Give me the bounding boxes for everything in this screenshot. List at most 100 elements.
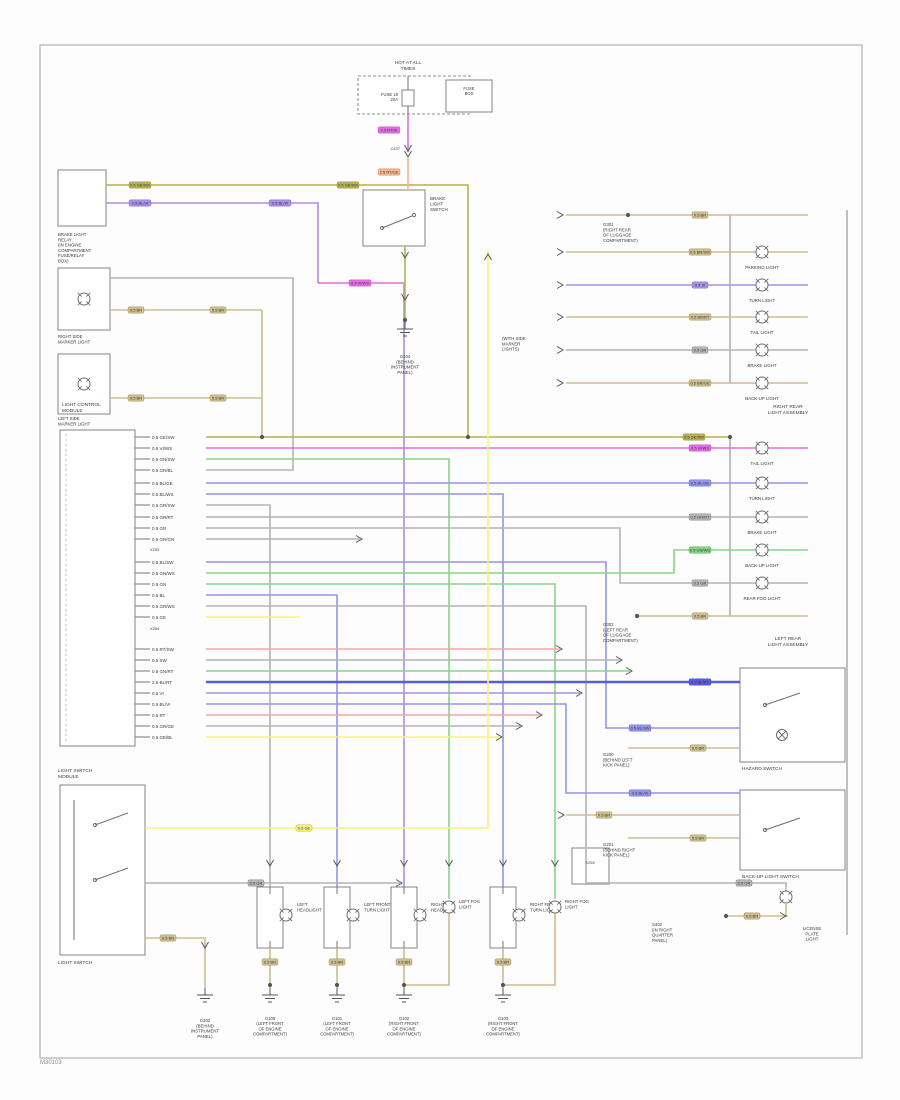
diagram-label: 0.5 GR <box>250 881 263 886</box>
connector-x255-box <box>571 847 610 885</box>
front-lamp-connector-box <box>390 886 418 949</box>
diagram-label: G302 <box>603 622 614 627</box>
diagram-label: 0.5 BL <box>152 593 166 598</box>
bulb-icon <box>77 377 91 391</box>
diagram-label: LIGHT <box>430 202 444 207</box>
diagram-label: BACK-UP LIGHT <box>745 396 779 401</box>
diagram-label: PANEL) <box>197 1034 213 1039</box>
light-switch-box <box>59 784 146 956</box>
diagram-label: 0.5 BR <box>598 813 610 818</box>
diagram-label: (IN ENGINE <box>58 243 82 248</box>
diagram-label: LIGHT CONTROL <box>62 402 101 408</box>
wire <box>145 937 206 988</box>
wire-label-chip <box>688 479 712 487</box>
diagram-label: 0.5 GE/SW <box>338 183 358 188</box>
diagram-label: LIGHT <box>806 937 819 942</box>
diagram-label: BACK-UP LIGHT SWITCH <box>742 874 799 880</box>
diagram-label: 0.5 GN/WS <box>152 571 175 576</box>
connector-arrow-icon <box>555 645 563 653</box>
diagram-label: BRAKE LIGHT <box>747 530 776 535</box>
diagram-label: PLATE <box>805 931 818 936</box>
brake-relay-box <box>57 169 107 227</box>
hazard-switch-contact-icon <box>764 692 801 706</box>
diagram-label: 0.5 BL/GE <box>691 481 710 486</box>
diagram-label: G104 <box>400 354 411 359</box>
diagram-label: BOX <box>465 91 474 96</box>
diagram-label: (RIGHT FRONT <box>389 1021 419 1026</box>
connector-arrow-icon <box>445 859 453 867</box>
wire-label-chip <box>691 281 709 289</box>
wire <box>206 549 688 574</box>
wire-label-chip <box>127 306 145 314</box>
diagram-label: TURN LIGHT <box>364 907 390 912</box>
diagram-label: 2.5 RT/VI <box>381 128 398 133</box>
wire-label-chip <box>688 379 712 387</box>
diagram-label: OF ENGINE <box>491 1026 514 1031</box>
diagram-label: 0.5 GE/SW <box>152 435 175 440</box>
wire-label-chip <box>159 934 177 942</box>
diagram-label: SWITCH <box>430 207 448 212</box>
diagram-label: 0.5 VI <box>152 691 164 696</box>
diagram-label: COMPARTMENT) <box>486 1032 520 1037</box>
connector-arrow-icon <box>201 941 209 949</box>
splice-dot <box>634 613 640 619</box>
connector-arrow-icon <box>266 859 274 867</box>
diagram-label: LIGHT ASSEMBLY <box>768 410 809 416</box>
bulb-icon <box>755 310 769 324</box>
diagram-label: LEFT REAR <box>775 636 802 642</box>
diagram-label: LEFT FOG <box>459 899 481 904</box>
wire <box>110 277 294 471</box>
splice-dot <box>259 434 265 440</box>
wire-label-chip <box>494 958 512 966</box>
wire-label-chip <box>268 199 292 207</box>
diagram-label: RIGHT REAR <box>773 404 803 410</box>
diagram-label: HAZARD SWITCH <box>742 766 783 772</box>
bulb-icon <box>755 245 769 259</box>
diagram-label: TIMES <box>401 66 416 72</box>
front-lamp-connector-box <box>323 886 351 949</box>
bulb-icon <box>548 900 562 914</box>
bulb-icon <box>346 908 360 922</box>
wire <box>106 202 319 283</box>
diagram-label: HOT AT ALL <box>395 60 422 66</box>
bulb-icon <box>779 890 793 904</box>
ground-icon <box>329 988 345 1003</box>
connector-arrow-icon <box>404 144 412 152</box>
wire-label-chip <box>247 879 265 887</box>
wire-label-chip <box>688 444 712 452</box>
diagram-label: 0.5 BR/GE <box>690 381 709 386</box>
connector-arrow-icon <box>615 656 623 664</box>
diagram-label: 0.5 BR <box>212 308 224 313</box>
ground-icon <box>197 988 213 1003</box>
bulb-icon <box>755 510 769 524</box>
bulb-icon <box>755 476 769 490</box>
diagram-label: (LEFT FRONT <box>323 1021 351 1026</box>
diagram-label: (BEHIND LEFT <box>603 757 633 762</box>
diagram-label: COMPARTMENT) <box>387 1032 421 1037</box>
ground-icon <box>262 988 278 1003</box>
diagram-label: 0.5 VI/WS <box>691 446 709 451</box>
diagram-label: 0.5 GN/WS <box>690 548 711 553</box>
diagram-label: BRAKE <box>430 196 445 201</box>
splice-dot <box>500 982 506 988</box>
diagram-label: LIGHTS) <box>502 347 520 352</box>
wire-label-chip <box>128 199 152 207</box>
diagram-label: 0.5 BR <box>694 213 706 218</box>
diagram-label: LIGHT <box>459 904 472 909</box>
wire-label-chip <box>689 834 707 842</box>
bulb-icon <box>279 908 293 922</box>
connector-arrow-icon <box>556 248 564 256</box>
wire-label-chip <box>595 811 613 819</box>
wire-label-chip <box>377 126 401 134</box>
ground-icon <box>397 322 413 337</box>
wire-label-chip <box>688 248 712 256</box>
wire <box>404 913 450 986</box>
diagram-label: BOX) <box>58 259 69 264</box>
diagram-label: 2.5 BL/RT <box>152 680 172 685</box>
diagram-label: 0.5 BL/VI <box>632 791 648 796</box>
diagram-label: OF ENGINE <box>392 1026 415 1031</box>
diagram-label: G301 <box>603 222 614 227</box>
splice-dot <box>334 982 340 988</box>
diagram-label: 0.5 BL/VI <box>272 201 288 206</box>
